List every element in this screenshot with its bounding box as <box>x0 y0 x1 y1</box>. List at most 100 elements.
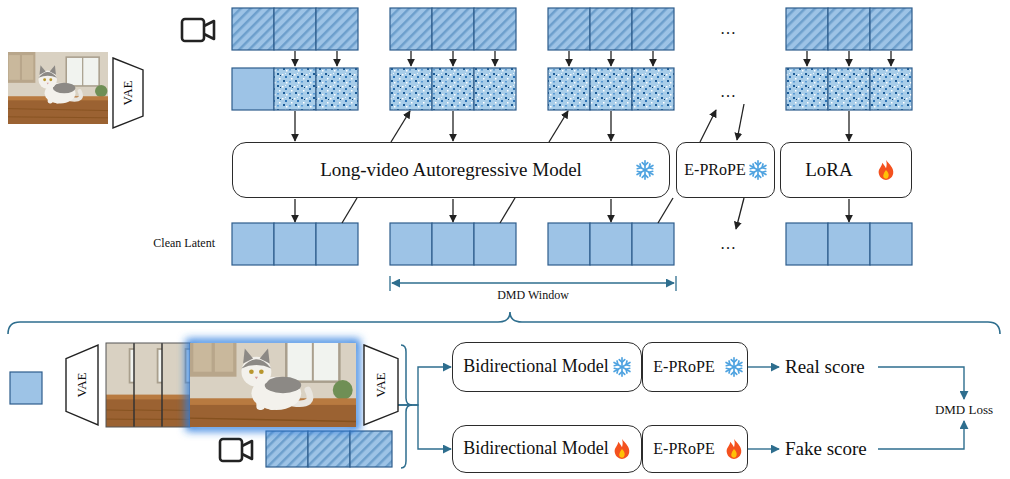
node-title: Long-video Autoregressive Model <box>320 160 582 181</box>
camera-frame <box>390 8 432 50</box>
autoregressive-model-box: Long-video Autoregressive Model <box>232 142 670 198</box>
connector-arrow <box>398 367 451 405</box>
clean-latent <box>432 223 474 265</box>
camera-frame <box>590 8 632 50</box>
score-arrow <box>748 448 779 449</box>
highlighted-frame <box>190 327 356 443</box>
noisy-latent <box>632 68 674 110</box>
camera-icon <box>182 19 214 41</box>
trapezoid-outline <box>113 58 143 128</box>
connector-arrow <box>398 405 451 449</box>
clean-latent <box>786 223 828 265</box>
camera-icon <box>220 439 252 461</box>
node-title: LoRA <box>805 160 853 181</box>
noisy-latent <box>548 68 590 110</box>
clean-latent <box>10 372 42 404</box>
trainable-icon <box>727 439 742 459</box>
autoregressive-arrow <box>658 198 673 223</box>
vae-encoder: VAE <box>113 58 143 128</box>
camera-frame <box>308 431 350 467</box>
clean-latent <box>828 223 870 265</box>
clean-latent <box>590 223 632 265</box>
score-label: Fake score <box>785 439 867 460</box>
video-frames <box>161 343 163 427</box>
node-title: Bidirectional Model <box>463 357 608 377</box>
flow-arrow <box>610 51 611 66</box>
flow-arrow <box>452 111 453 141</box>
clean-latent <box>316 223 358 265</box>
noisy-latent <box>786 68 828 110</box>
camera-frame <box>870 8 912 50</box>
dmd-window-bracket <box>392 282 674 283</box>
autoregressive-arrow <box>342 198 357 223</box>
flow-arrow <box>610 111 611 141</box>
clean-latent <box>232 68 274 110</box>
lora-box: LoRA <box>780 142 912 198</box>
flow-arrow <box>848 199 849 222</box>
clean-latent <box>870 223 912 265</box>
clean-latent <box>548 223 590 265</box>
camera-frame <box>266 431 308 467</box>
clean-latent <box>274 223 316 265</box>
ellipsis: … <box>720 235 736 253</box>
node-title: E-PRoPE <box>653 358 714 376</box>
trapezoid-outline <box>66 345 98 425</box>
flow-arrow <box>568 51 569 66</box>
clean-latent <box>232 223 274 265</box>
node-title: E-PRoPE <box>684 161 745 179</box>
frozen-icon <box>726 358 742 376</box>
flow-arrow <box>294 199 295 222</box>
noisy-latent <box>870 68 912 110</box>
flow-arrow <box>294 51 295 66</box>
row-label: Clean Latent <box>153 237 215 250</box>
frozen-icon <box>614 358 630 376</box>
flow-arrow <box>848 111 849 141</box>
ellipsis: … <box>720 83 736 101</box>
trapezoid-outline <box>364 345 398 425</box>
vae-encoder: VAE <box>364 345 398 425</box>
bidirectional-model-box: Bidirectional Model <box>452 342 642 392</box>
video-frames <box>106 343 190 427</box>
camera-frame <box>432 8 474 50</box>
score-arrow <box>878 421 964 449</box>
flow-arrow <box>494 51 495 66</box>
video-frames <box>60 343 180 427</box>
noisy-latent <box>274 68 316 110</box>
autoregressive-arrow <box>736 198 744 229</box>
eprope-box: E-PRoPE <box>642 342 748 392</box>
camera-frame <box>786 8 828 50</box>
flow-arrow <box>848 51 849 66</box>
vae-decoder: VAE <box>66 345 98 425</box>
flow-arrow <box>452 199 453 222</box>
camera-frame <box>632 8 674 50</box>
eprope-box: E-PRoPE <box>676 142 775 198</box>
dmd-window-bracket <box>389 276 390 291</box>
dmd-window-bracket <box>675 276 676 291</box>
noisy-latent <box>590 68 632 110</box>
trainable-icon <box>615 439 630 459</box>
flow-arrow <box>806 51 807 66</box>
node-title: E-PRoPE <box>653 440 714 458</box>
flow-arrow <box>294 111 295 141</box>
autoregressive-arrow <box>391 111 410 142</box>
vae-label: VAE <box>121 80 135 105</box>
noisy-latent <box>432 68 474 110</box>
camera-frame <box>232 8 274 50</box>
noisy-latent <box>474 68 516 110</box>
clean-latent <box>632 223 674 265</box>
frozen-icon <box>637 161 653 179</box>
camera-frame <box>316 8 358 50</box>
autoregressive-arrow <box>737 104 744 140</box>
noisy-latent <box>316 68 358 110</box>
video-frames <box>133 343 135 427</box>
clean-latent <box>474 223 516 265</box>
trainable-icon <box>879 160 894 180</box>
section-brace <box>8 312 1000 334</box>
cat-photo <box>7 52 110 124</box>
flow-arrow <box>295 51 891 222</box>
noisy-latent <box>390 68 432 110</box>
